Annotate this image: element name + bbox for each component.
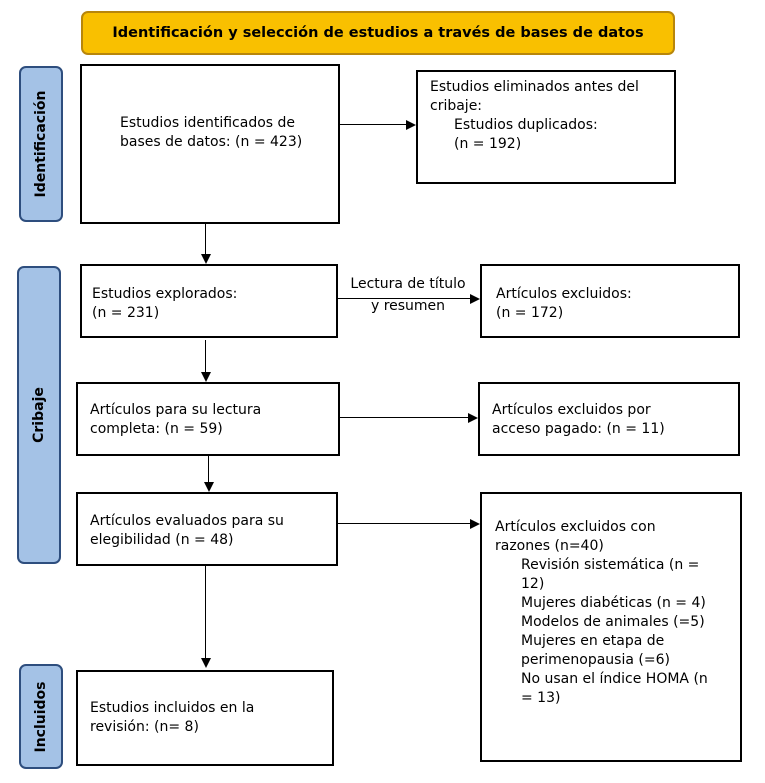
box-excluded-paid-line1: Artículos excluidos por [492,402,651,418]
reason-item: Modelos de animales (=5) [521,614,705,630]
box-removed-line3: Estudios duplicados: [454,117,598,133]
phase-identificacion: Identificación [19,66,63,222]
phase-identificacion-label: Identificación [33,90,49,198]
arrow-identified-to-screened-head [200,254,211,264]
box-identified-line1: Estudios identificados de [120,115,296,131]
arrow-fulltext-to-paid-head [468,412,478,423]
arrow-assessed-to-reasons-line [338,523,470,524]
box-assessed: Artículos evaluados para su elegibilidad… [76,492,338,566]
box-excluded-reasons-line1: Artículos excluidos con [495,519,656,535]
arrow-screened-to-fulltext-head [200,372,211,382]
phase-incluidos-label: Incluidos [33,680,49,753]
arrow-identified-to-screened-line [205,224,206,254]
arrow-assessed-to-included-line [205,566,206,658]
box-included-line2: revisión: (n= 8) [90,719,199,735]
reason-item: 12) [521,576,545,592]
edge-label-line1: Lectura de título [350,276,466,292]
box-included-line1: Estudios incluidos en la [90,700,255,716]
box-identified-line2: bases de datos: (n = 423) [120,134,303,150]
phase-incluidos: Incluidos [19,664,63,769]
arrow-fulltext-to-assessed-head [203,482,214,492]
box-assessed-line1: Artículos evaluados para su [90,513,284,529]
box-excluded-paid-line2: acceso pagado: (n = 11) [492,421,665,437]
arrow-fulltext-to-assessed-line [208,456,209,482]
phase-cribaje: Cribaje [17,266,61,564]
box-identified: Estudios identificados de bases de datos… [80,64,340,224]
phase-cribaje-label: Cribaje [31,387,47,443]
box-excluded-screen-line2: (n = 172) [496,305,564,321]
box-full-text: Artículos para su lectura completa: (n =… [76,382,340,456]
box-full-text-line2: completa: (n = 59) [90,421,223,437]
reason-item: Mujeres diabéticas (n = 4) [521,595,706,611]
box-screened-line2: (n = 231) [92,305,160,321]
edge-label-title-abstract: Lectura de título y resumen [339,273,477,317]
edge-label-line2: y resumen [370,298,446,314]
box-full-text-line1: Artículos para su lectura [90,402,262,418]
arrow-screened-to-excluded-line [338,298,470,299]
box-excluded-reasons-line2: razones (n=40) [495,538,604,554]
box-removed-line2: cribaje: [430,98,483,114]
arrow-fulltext-to-paid-line [340,417,468,418]
box-screened: Estudios explorados: (n = 231) [80,264,338,338]
box-removed-line1: Estudios eliminados antes del [430,79,639,95]
reason-item: Revisión sistemática (n = [521,557,700,573]
box-excluded-reasons: Artículos excluidos con razones (n=40) R… [480,492,742,762]
box-included: Estudios incluidos en la revisión: (n= 8… [76,670,334,766]
diagram-title: Identificación y selección de estudios a… [81,11,675,55]
arrow-assessed-to-reasons-head [470,518,480,529]
reason-item: No usan el índice HOMA (n [521,671,708,687]
reason-item: = 13) [521,690,561,706]
reason-item: perimenopausia (=6) [521,652,670,668]
box-removed: Estudios eliminados antes del cribaje: E… [416,70,676,184]
box-removed-line4: (n = 192) [454,136,522,152]
arrow-identified-to-removed-line [340,124,406,125]
reason-item: Mujeres en etapa de [521,633,665,649]
box-assessed-line2: elegibilidad (n = 48) [90,532,234,548]
arrow-screened-to-excluded-head [470,293,480,304]
box-screened-line1: Estudios explorados: [92,286,238,302]
box-excluded-screen: Artículos excluidos: (n = 172) [480,264,740,338]
arrow-assessed-to-included-head [200,658,211,668]
box-excluded-paid: Artículos excluidos por acceso pagado: (… [478,382,740,456]
arrow-identified-to-removed-head [406,119,416,130]
box-excluded-screen-line1: Artículos excluidos: [496,286,632,302]
arrow-screened-to-fulltext-line [205,340,206,372]
